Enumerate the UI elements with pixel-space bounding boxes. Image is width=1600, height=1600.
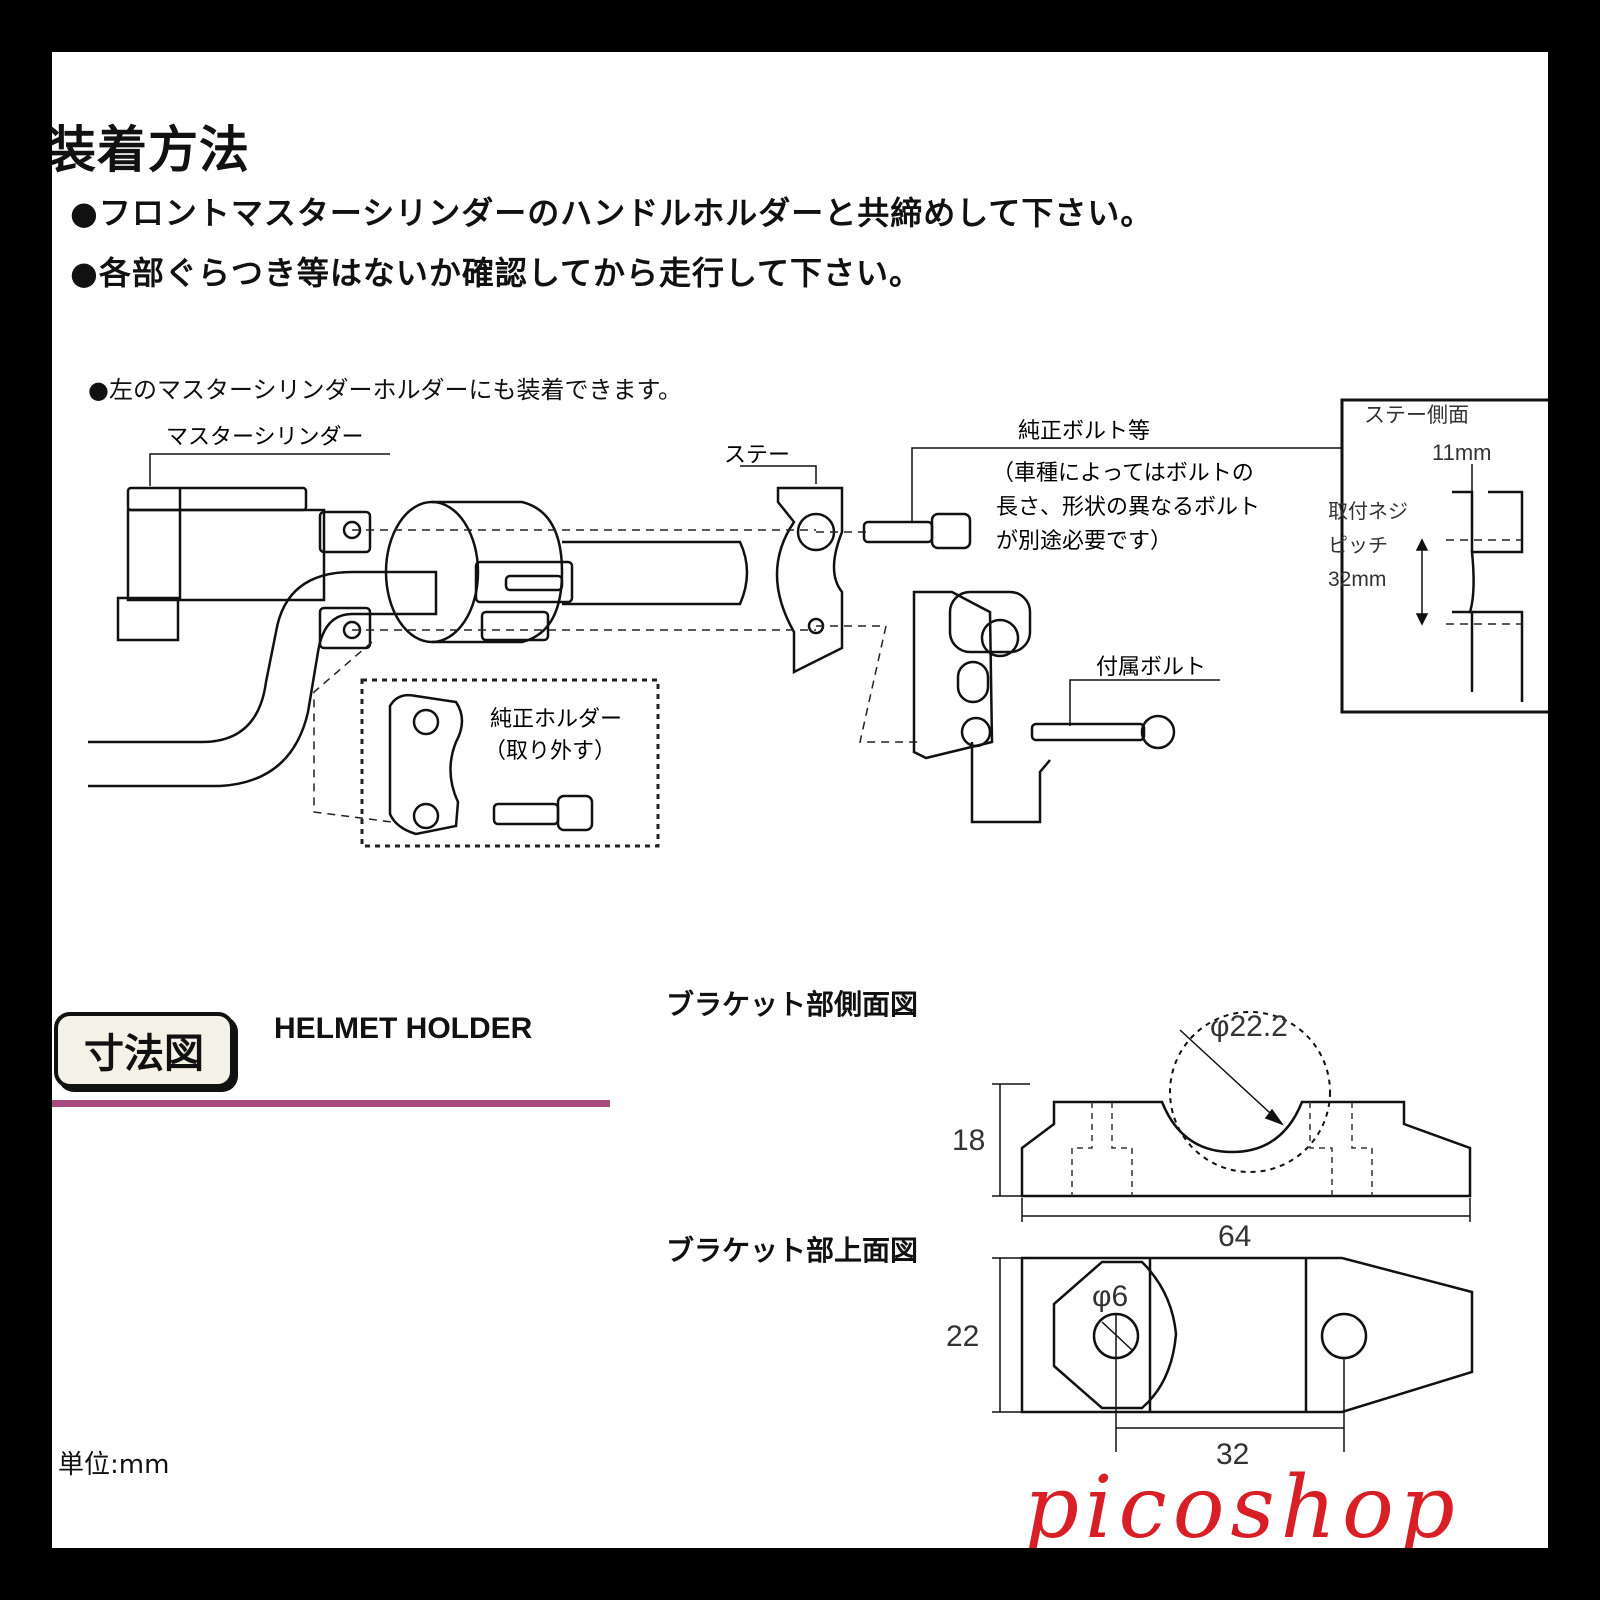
side-view-title: ブラケット部側面図 <box>666 988 918 1021</box>
clamp-ear-bottom <box>318 606 372 650</box>
master-cylinder-cap <box>126 486 308 512</box>
oem-bolt-shaft <box>862 520 934 544</box>
instruction-sheet: 装着方法 ●フロントマスターシリンダーのハンドルホルダーと共締めして下さい。 ●… <box>52 52 1548 1548</box>
bracket-top-outline <box>1020 1256 1474 1414</box>
hole-right <box>1320 1312 1368 1360</box>
stay-pitch-label-3: 32mm <box>1328 568 1386 591</box>
label-master-cylinder: マスターシリンダー <box>166 425 364 450</box>
oem-holder-box <box>360 678 660 848</box>
clamp-ear-top <box>318 510 372 554</box>
helmet-hook <box>970 742 1051 824</box>
label-oem-bolt-note-2: 長さ、形状の異なるボルト <box>996 495 1260 520</box>
stay-side-dim-11: 11mm <box>1432 440 1492 465</box>
label-oem-holder-1: 純正ホルダー <box>490 707 622 732</box>
label-stay: ステー <box>724 443 790 468</box>
master-cylinder-body <box>126 508 326 602</box>
assembly-diagram: マスターシリンダー ステー 純正ボルト等 （車種によってはボルトの 長さ、形状の… <box>88 398 1548 1471</box>
top-view-title: ブラケット部上面図 <box>666 1234 918 1267</box>
oem-bolt-head <box>930 512 972 550</box>
handlebar <box>88 570 438 788</box>
label-oem-bolt-note-1: （車種によってはボルトの <box>992 461 1254 486</box>
stay-side-panel <box>1340 398 1548 714</box>
helmet-lock-body <box>912 590 994 760</box>
dim-18: 18 <box>952 1124 985 1157</box>
accent-rule <box>52 1100 610 1107</box>
install-title: 装着方法 <box>52 121 250 179</box>
dim-phi-22: φ22.2 <box>1210 1010 1288 1043</box>
shop-watermark: picoshop <box>1024 1458 1461 1548</box>
oem-holder <box>388 693 464 836</box>
stay <box>775 486 844 675</box>
bracket-side-outline <box>1020 1100 1472 1198</box>
stay-pitch-label-2: ピッチ <box>1328 533 1388 557</box>
included-bolt-shaft <box>1030 722 1146 742</box>
dimension-badge: 寸法図 <box>54 1012 234 1088</box>
label-oem-holder-2: （取り外す） <box>484 739 616 764</box>
dim-32: 32 <box>1216 1438 1249 1471</box>
stay-side-title: ステー側面 <box>1364 403 1469 427</box>
label-included-bolt: 付属ボルト <box>1096 655 1206 680</box>
dim-64: 64 <box>1218 1220 1251 1253</box>
stay-pitch-label-1: 取付ネジ <box>1328 499 1408 523</box>
unit-label: 単位:mm <box>58 1450 170 1480</box>
dim-22: 22 <box>946 1320 979 1353</box>
label-oem-bolt-note-3: が別途必要です） <box>996 529 1172 554</box>
install-note-2: ●各部ぐらつき等はないか確認してから走行して下さい。 <box>70 254 923 292</box>
install-note-3: ●左のマスターシリンダーホルダーにも装着できます。 <box>88 376 683 404</box>
label-oem-bolt: 純正ボルト等 <box>1018 419 1150 444</box>
bar-diameter-circle <box>1169 1011 1331 1173</box>
install-note-1: ●フロントマスターシリンダーのハンドルホルダーと共締めして下さい。 <box>70 194 1154 232</box>
dim-phi-6: φ6 <box>1092 1280 1128 1313</box>
product-name: HELMET HOLDER <box>274 1012 533 1045</box>
